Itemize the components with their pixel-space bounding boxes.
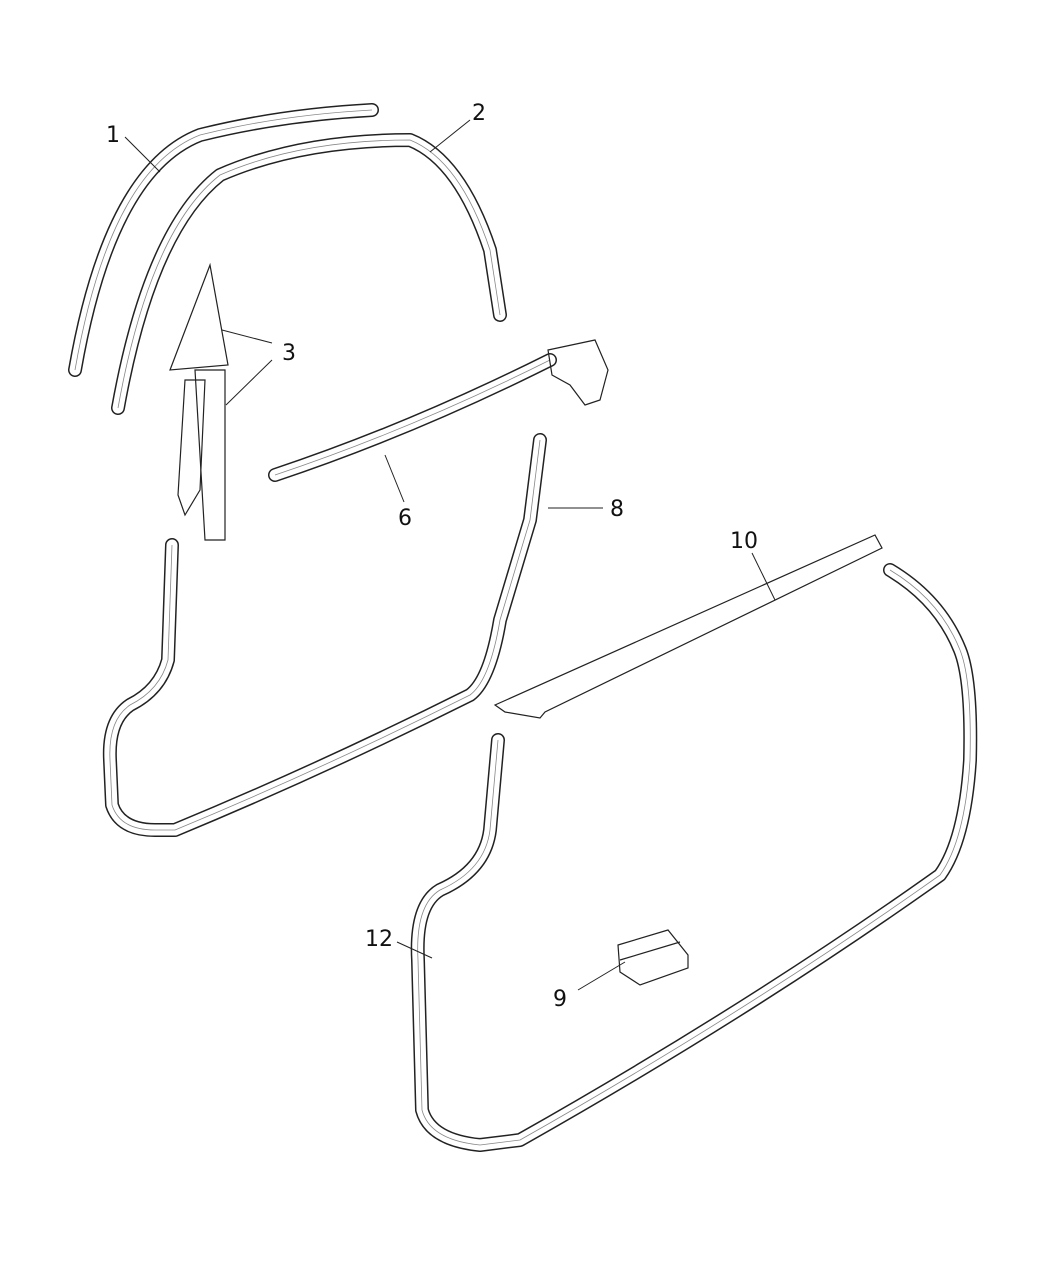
callout-1: 1 <box>106 123 120 148</box>
callout-12: 12 <box>365 927 393 952</box>
part-8-door-seal <box>102 433 547 837</box>
callout-3: 3 <box>282 341 296 366</box>
part-9-clip <box>617 929 689 986</box>
part-2-weatherstrip <box>111 133 507 415</box>
part-1-weatherstrip <box>68 103 379 377</box>
part-3-applique <box>169 262 229 541</box>
part-10-molding <box>493 534 883 719</box>
callout-6: 6 <box>398 506 412 531</box>
part-6-belt-molding <box>268 339 609 482</box>
callout-8: 8 <box>610 497 624 522</box>
callout-2: 2 <box>472 101 486 126</box>
callout-9: 9 <box>553 987 567 1012</box>
part-12-body-seal <box>410 563 978 1152</box>
callout-10: 10 <box>730 529 758 554</box>
